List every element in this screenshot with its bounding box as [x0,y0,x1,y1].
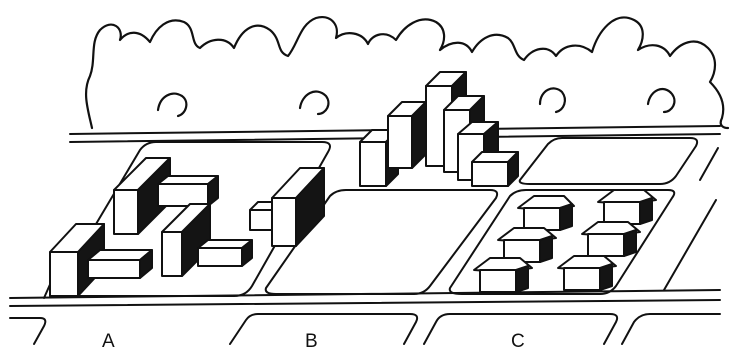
district-b-buildings [249,167,325,247]
tower-building [387,101,427,169]
house [497,227,557,263]
house [581,221,641,257]
slab-building [157,175,219,207]
district-c-houses [473,189,657,293]
slab-building [271,167,325,247]
tree-inner-curl-1 [156,92,188,118]
slab-building [87,249,153,279]
district-label-c: C [511,331,525,352]
street-grid [9,125,721,345]
slab-building [113,157,171,235]
house [473,257,533,293]
slab-building [49,223,105,297]
tree-canopy-outline [84,16,730,130]
district-label-a: A [102,331,115,352]
slab-building [197,239,253,267]
house [597,189,657,225]
tree-inner-curl-3 [538,87,566,114]
house [517,195,575,231]
district-label-b: B [305,331,318,352]
house [557,255,617,291]
tree-inner-curl-2 [298,90,330,116]
tower-cluster [359,71,519,187]
district-a-buildings [49,157,253,297]
tree-inner-curl-4 [646,87,676,114]
tower-building [471,151,519,187]
